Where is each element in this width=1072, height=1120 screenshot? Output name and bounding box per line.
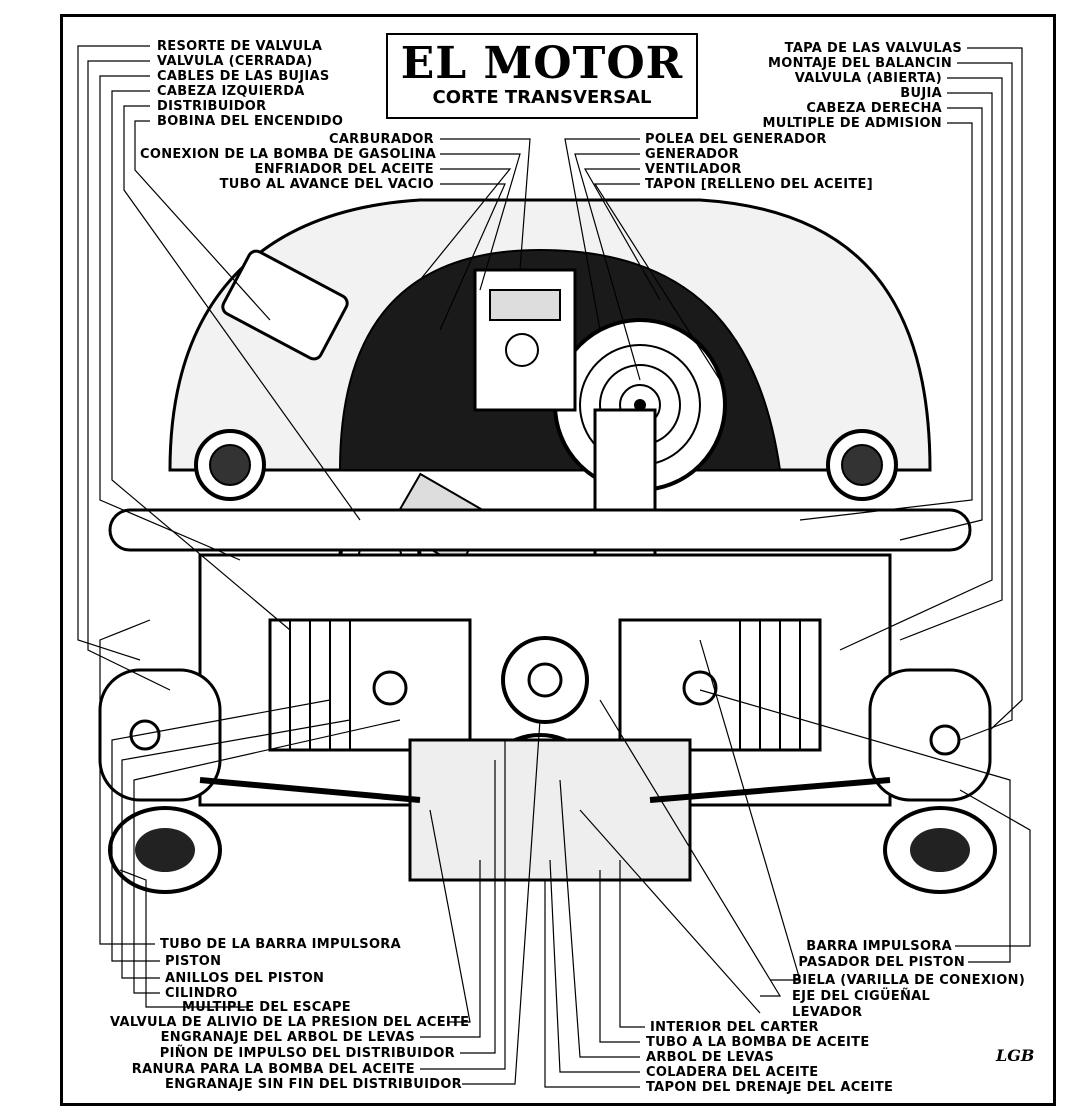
label-oil-cooler: ENFRIADOR DEL ACEITE — [254, 162, 434, 177]
outer-frame — [60, 14, 1056, 1106]
label-valve-open: VALVULA (ABIERTA) — [794, 71, 942, 86]
label-left-head: CABEZA IZQUIERDA — [157, 84, 305, 99]
label-camshaft-gear: ENGRANAJE DEL ARBOL DE LEVAS — [160, 1030, 415, 1045]
label-crankcase-interior: INTERIOR DEL CARTER — [650, 1020, 819, 1035]
label-oil-pump-tube: TUBO A LA BOMBA DE ACEITE — [646, 1035, 870, 1050]
label-right-head: CABEZA DERECHA — [806, 101, 942, 116]
label-valve-spring: RESORTE DE VALVULA — [157, 39, 323, 54]
label-fan: VENTILADOR — [645, 162, 742, 177]
title-box: EL MOTOR CORTE TRANSVERSAL — [386, 33, 698, 119]
label-oil-filler-cap: TAPON [RELLENO DEL ACEITE] — [645, 177, 873, 192]
page-title: EL MOTOR — [400, 38, 684, 89]
label-generator-pulley: POLEA DEL GENERADOR — [645, 132, 827, 147]
label-exhaust-manifold: MULTIPLE DEL ESCAPE — [182, 1000, 351, 1015]
ignition-coil — [221, 249, 349, 361]
label-intake-manifold: MULTIPLE DE ADMISION — [762, 116, 942, 131]
label-distributor-drive-pinion: PIÑON DE IMPULSO DEL DISTRIBUIDOR — [159, 1046, 455, 1061]
label-rocker-mount: MONTAJE DEL BALANCIN — [768, 56, 952, 71]
left-cylinder — [268, 618, 472, 752]
label-piston-rings: ANILLOS DEL PISTON — [165, 971, 325, 986]
label-cylinder: CILINDRO — [165, 986, 238, 1001]
label-push-rod-tube: TUBO DE LA BARRA IMPULSORA — [160, 937, 401, 952]
label-oil-drain-plug: TAPON DEL DRENAJE DEL ACEITE — [646, 1080, 894, 1095]
label-oil-strainer: COLADERA DEL ACEITE — [646, 1065, 819, 1080]
label-carburetor: CARBURADOR — [328, 132, 434, 147]
label-piston-pin: PASADOR DEL PISTON — [798, 955, 965, 970]
label-lifter: LEVADOR — [792, 1005, 863, 1020]
label-crankshaft: EJE DEL CIGÜEÑAL — [792, 989, 931, 1004]
label-camshaft: ARBOL DE LEVAS — [646, 1050, 775, 1065]
right-cylinder — [618, 618, 822, 752]
label-push-rod: BARRA IMPULSORA — [806, 939, 952, 954]
label-fuel-pump-connection: CONEXION DE LA BOMBA DE GASOLINA — [140, 147, 437, 162]
artist-signature: LGB — [996, 1046, 1035, 1065]
label-spark-plug: BUJIA — [900, 86, 942, 101]
label-distributor: DISTRIBUIDOR — [157, 99, 267, 114]
label-vacuum-advance-tube: TUBO AL AVANCE DEL VACIO — [219, 177, 434, 192]
label-oil-pump-slot: RANURA PARA LA BOMBA DEL ACEITE — [131, 1062, 415, 1077]
label-valve-closed: VALVULA (CERRADA) — [157, 54, 313, 69]
crankshaft-gear — [501, 636, 589, 724]
label-piston: PISTON — [165, 954, 222, 969]
right-valve-cover — [868, 668, 992, 802]
page-subtitle: CORTE TRANSVERSAL — [432, 87, 652, 108]
label-oil-pressure-relief-valve: VALVULA DE ALIVIO DE LA PRESION DEL ACEI… — [110, 1015, 470, 1030]
label-distributor-worm-gear: ENGRANAJE SIN FIN DEL DISTRIBUIDOR — [165, 1077, 462, 1092]
label-generator: GENERADOR — [645, 147, 739, 162]
label-spark-plug-cables: CABLES DE LAS BUJIAS — [157, 69, 330, 84]
label-ignition-coil: BOBINA DEL ENCENDIDO — [157, 114, 344, 129]
label-valve-cover: TAPA DE LAS VALVULAS — [784, 41, 962, 56]
label-connecting-rod: BIELA (VARILLA DE CONEXION) — [792, 973, 1026, 988]
